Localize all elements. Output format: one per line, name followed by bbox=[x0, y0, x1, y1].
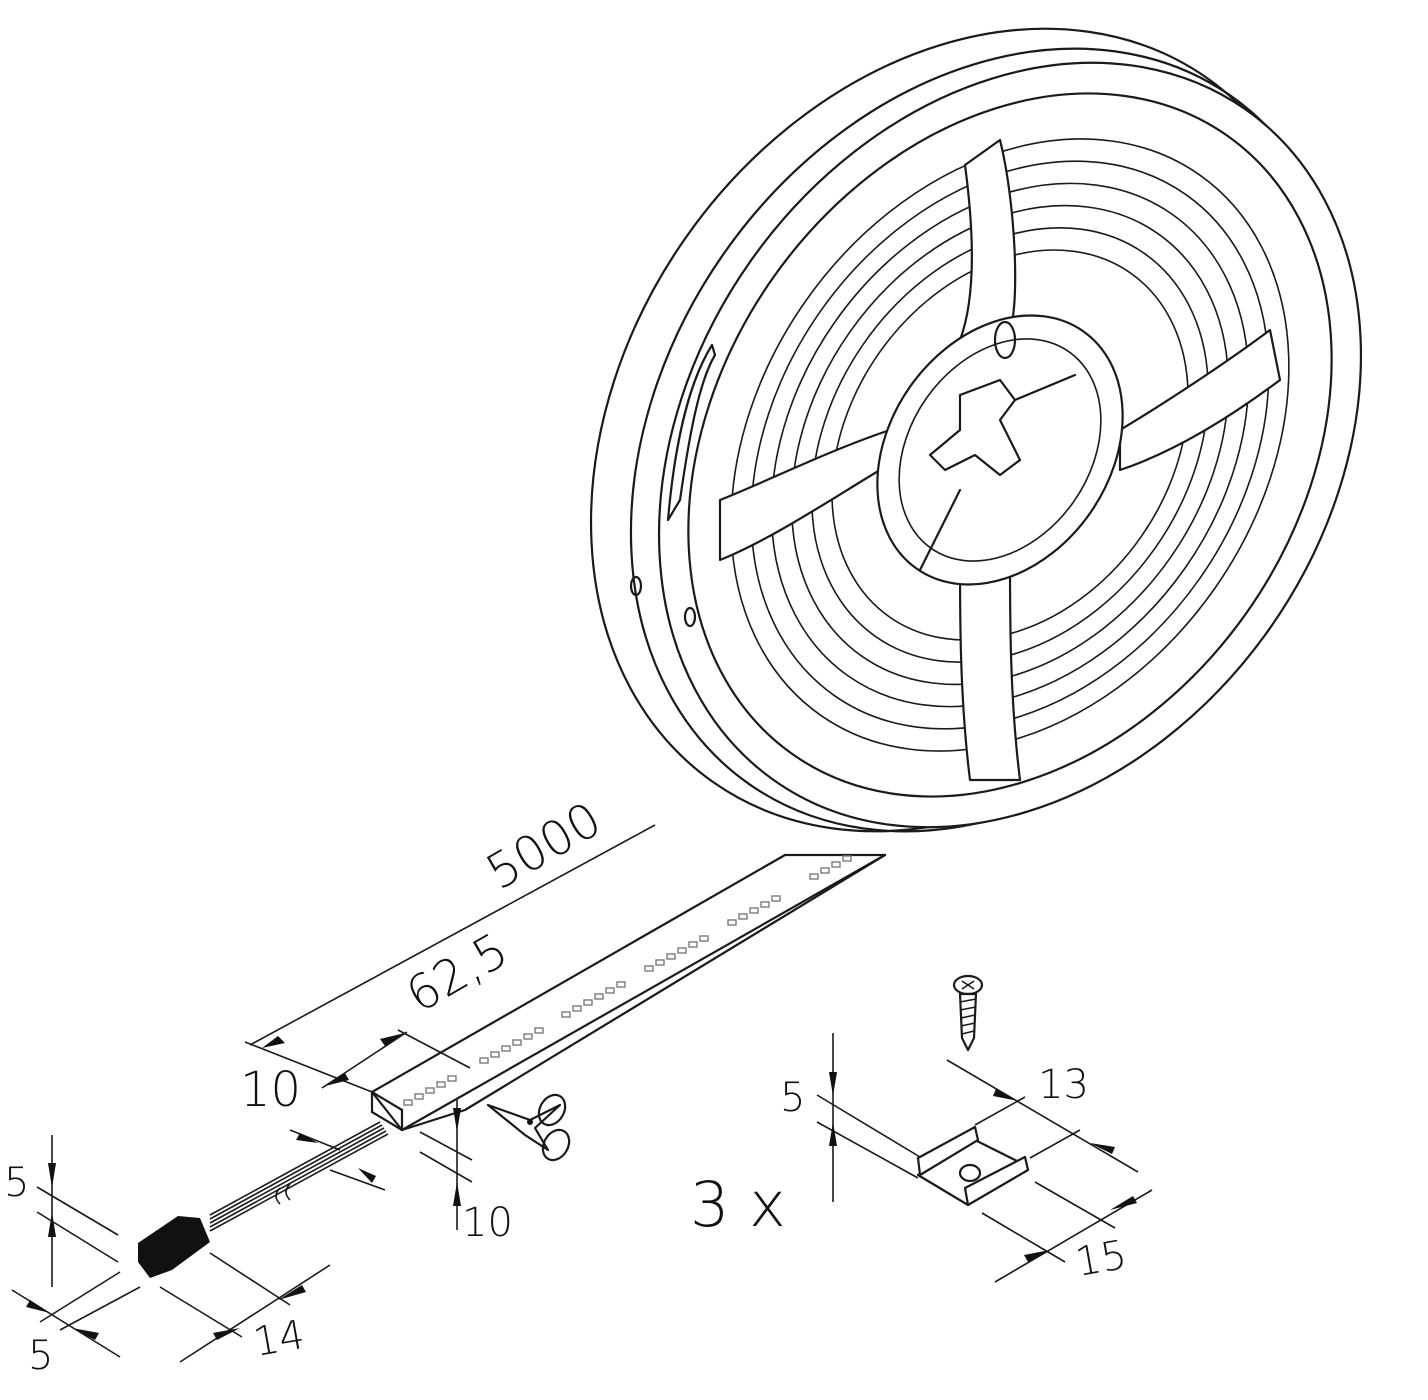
reel bbox=[589, 27, 1363, 833]
clip-quantity: 3 x bbox=[690, 1168, 786, 1241]
dim-clip-width: 13 bbox=[1038, 1062, 1089, 1108]
dim-connector-height: 5 bbox=[4, 1160, 30, 1206]
led-strip bbox=[370, 853, 887, 1132]
dim-connector-length: 14 bbox=[250, 1311, 309, 1366]
scissors-icon bbox=[486, 1093, 571, 1162]
dim-clip-height: 5 bbox=[780, 1075, 806, 1121]
dim-clip-length: 15 bbox=[1072, 1231, 1131, 1286]
dim-connector-width: 5 bbox=[28, 1333, 54, 1379]
screw-icon bbox=[952, 974, 984, 1052]
dimension-lines bbox=[11, 824, 1153, 1363]
connector bbox=[138, 1216, 210, 1278]
dim-strip-height: 10 bbox=[462, 1200, 513, 1246]
cable bbox=[209, 1121, 389, 1232]
dim-strip-width: 10 bbox=[240, 1062, 302, 1118]
dimension-arrows bbox=[26, 1033, 1137, 1340]
mounting-clip bbox=[916, 1125, 1030, 1207]
